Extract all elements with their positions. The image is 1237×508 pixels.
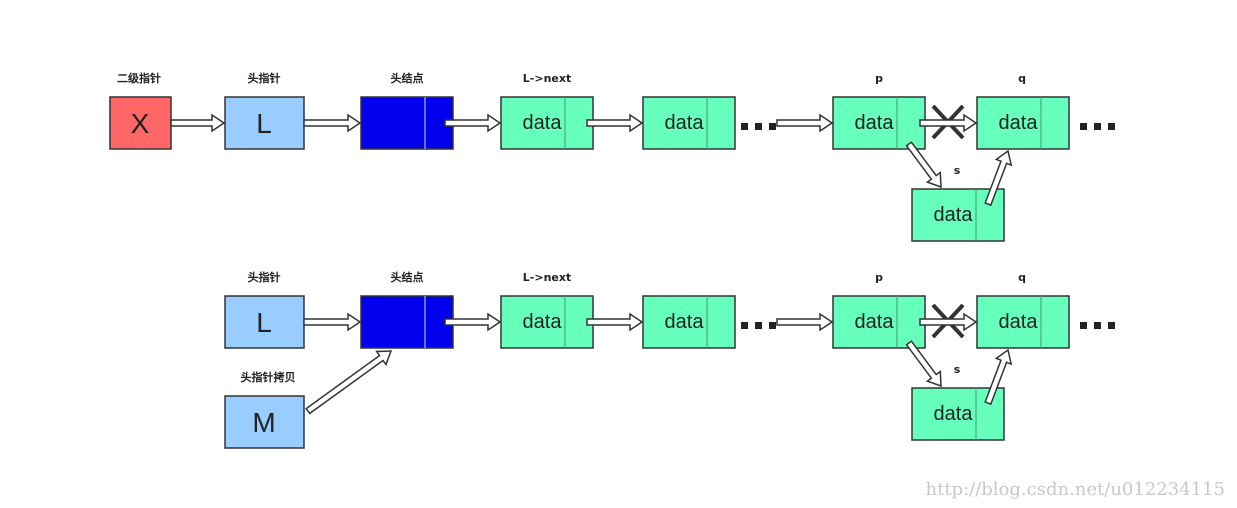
arrow (919, 312, 978, 332)
data-node-p-text: data (855, 112, 895, 134)
arrow (984, 348, 1013, 406)
label-head-pointer: 头指针 (248, 270, 281, 284)
ellipsis-icon (741, 123, 776, 130)
arrow (905, 340, 942, 388)
label-q: q (1018, 72, 1026, 85)
data-node-1: data (500, 96, 594, 150)
label-l-next: L->next (523, 72, 571, 85)
label-p: p (875, 72, 883, 85)
ellipsis-icon (1080, 123, 1115, 130)
label-head-pointer-copy: 头指针拷贝 (241, 370, 296, 384)
data-node-2-text: data (665, 112, 705, 134)
arrow (905, 141, 942, 189)
head-pointer-copy-node (224, 395, 305, 449)
arrow (170, 113, 226, 133)
head-pointer-node-text: L (256, 108, 272, 139)
bottom-row: 头指针 头结点 L->next p q s 头指针拷贝 L M data dat… (224, 270, 1115, 449)
arrow (776, 113, 834, 133)
data-node-2: data (642, 96, 736, 150)
head-node (360, 295, 454, 349)
label-q: q (1018, 271, 1026, 284)
head-pointer-node (224, 96, 305, 150)
label-head-node: 头结点 (391, 71, 424, 85)
arrows (170, 113, 1013, 415)
watermark: http://blog.csdn.net/u012234115 (926, 479, 1226, 500)
top-row: 二级指针 头指针 头结点 L->next p q s X L data data (109, 71, 1115, 242)
label-p: p (875, 271, 883, 284)
data-node-2: data (642, 295, 736, 349)
head-pointer-node-text: L (256, 307, 272, 338)
arrow (303, 312, 362, 332)
data-node-q-text: data (999, 311, 1039, 333)
data-node-1-text: data (523, 112, 563, 134)
label-l-next: L->next (523, 271, 571, 284)
arrow (444, 113, 502, 133)
x-node (109, 96, 172, 150)
label-double-pointer: 二级指针 (117, 71, 161, 85)
arrow (586, 312, 644, 332)
arrow (586, 113, 644, 133)
arrow (305, 350, 393, 415)
arrow (444, 312, 502, 332)
data-node-2-text: data (665, 311, 705, 333)
head-node (360, 96, 454, 150)
data-node-p-text: data (855, 311, 895, 333)
data-node-1: data (500, 295, 594, 349)
data-node-p: data (832, 295, 926, 349)
label-head-pointer: 头指针 (248, 71, 281, 85)
data-node-q-text: data (999, 112, 1039, 134)
head-pointer-copy-node-text: M (252, 407, 275, 438)
data-node-1-text: data (523, 311, 563, 333)
data-node-q: data (976, 295, 1070, 349)
arrow (984, 149, 1013, 207)
ellipsis-icon (1080, 322, 1115, 329)
label-head-node: 头结点 (391, 270, 424, 284)
data-node-q: data (976, 96, 1070, 150)
x-node-text: X (131, 108, 150, 139)
head-pointer-node (224, 295, 305, 349)
ellipsis-icon (741, 322, 776, 329)
label-s: s (954, 164, 961, 177)
label-s: s (954, 363, 961, 376)
data-node-s-text: data (934, 204, 974, 226)
arrow (919, 113, 978, 133)
arrow (776, 312, 834, 332)
arrow (303, 113, 362, 133)
data-node-p: data (832, 96, 926, 150)
data-node-s-text: data (934, 403, 974, 425)
